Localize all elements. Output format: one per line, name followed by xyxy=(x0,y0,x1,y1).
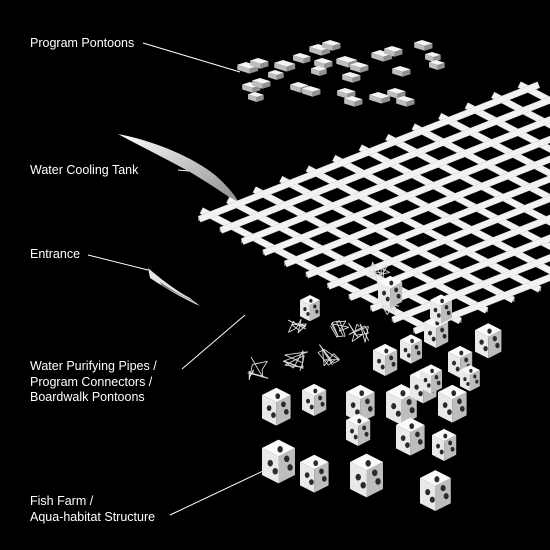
label-fish-farm: Fish Farm / Aqua-habitat Structure xyxy=(30,494,155,525)
program-pontoon-26 xyxy=(396,96,414,107)
habitat-cube-7 xyxy=(373,344,397,376)
label-entrance: Entrance xyxy=(30,247,80,263)
label-fish-farm-line-1: Fish Farm / xyxy=(30,494,155,510)
habitat-cube-16 xyxy=(262,440,295,484)
label-program-pontoons: Program Pontoons xyxy=(30,36,134,52)
leader-line-program-pontoons xyxy=(143,43,240,72)
habitat-cube-21 xyxy=(378,276,402,308)
label-water-cooling-tank-text: Water Cooling Tank xyxy=(30,163,138,179)
program-pontoon-15 xyxy=(425,52,441,62)
wire-habitat-4 xyxy=(349,323,369,342)
habitat-cube-8 xyxy=(400,334,422,363)
program-pontoons-group xyxy=(237,40,444,107)
program-pontoon-21 xyxy=(302,86,320,97)
habitat-cube-19 xyxy=(420,470,451,511)
label-pipes-line-2: Program Connectors / xyxy=(30,375,157,391)
leader-lines xyxy=(88,43,282,515)
label-entrance-text: Entrance xyxy=(30,247,80,263)
label-pipes-line-3: Boardwalk Pontoons xyxy=(30,390,157,406)
habitat-cube-12 xyxy=(420,364,442,393)
leader-line-entrance xyxy=(88,255,148,270)
label-water-cooling-tank: Water Cooling Tank xyxy=(30,163,138,179)
wire-habitat-1 xyxy=(248,357,268,380)
habitat-cube-1 xyxy=(262,388,291,426)
wire-habitat-3 xyxy=(318,345,339,366)
program-pontoon-24 xyxy=(369,92,390,104)
wire-habitat-8 xyxy=(331,321,349,337)
program-pontoon-9 xyxy=(350,62,368,73)
label-water-purifying-pipes: Water Purifying Pipes / Program Connecto… xyxy=(30,359,157,406)
label-pipes-line-1: Water Purifying Pipes / xyxy=(30,359,157,375)
habitat-cube-20 xyxy=(300,295,320,321)
habitat-cube-10 xyxy=(475,323,501,358)
habitat-cube-14 xyxy=(396,418,425,456)
leader-line-pipes xyxy=(182,315,245,369)
habitat-cube-15 xyxy=(432,429,456,461)
program-pontoon-23 xyxy=(344,96,362,107)
boardwalk-grid xyxy=(198,82,550,335)
program-pontoon-13 xyxy=(392,66,410,77)
habitat-cube-2 xyxy=(302,384,326,416)
label-program-pontoons-text: Program Pontoons xyxy=(30,36,134,52)
wire-habitat-2 xyxy=(283,351,308,371)
wire-habitat-7 xyxy=(288,319,306,333)
label-fish-farm-line-2: Aqua-habitat Structure xyxy=(30,510,155,526)
program-pontoon-14 xyxy=(414,40,432,51)
program-pontoon-4 xyxy=(293,53,310,64)
program-pontoon-28 xyxy=(268,70,284,80)
program-pontoon-19 xyxy=(248,92,264,102)
habitat-cube-18 xyxy=(350,454,383,498)
program-pontoon-3 xyxy=(274,60,295,72)
program-pontoon-16 xyxy=(429,60,445,70)
habitat-cube-11 xyxy=(438,385,467,423)
habitat-cube-17 xyxy=(300,455,329,493)
habitat-cube-23 xyxy=(460,365,480,391)
habitat-cube-13 xyxy=(346,414,370,446)
habitat-cube-22 xyxy=(430,294,452,323)
program-pontoon-10 xyxy=(342,72,360,83)
